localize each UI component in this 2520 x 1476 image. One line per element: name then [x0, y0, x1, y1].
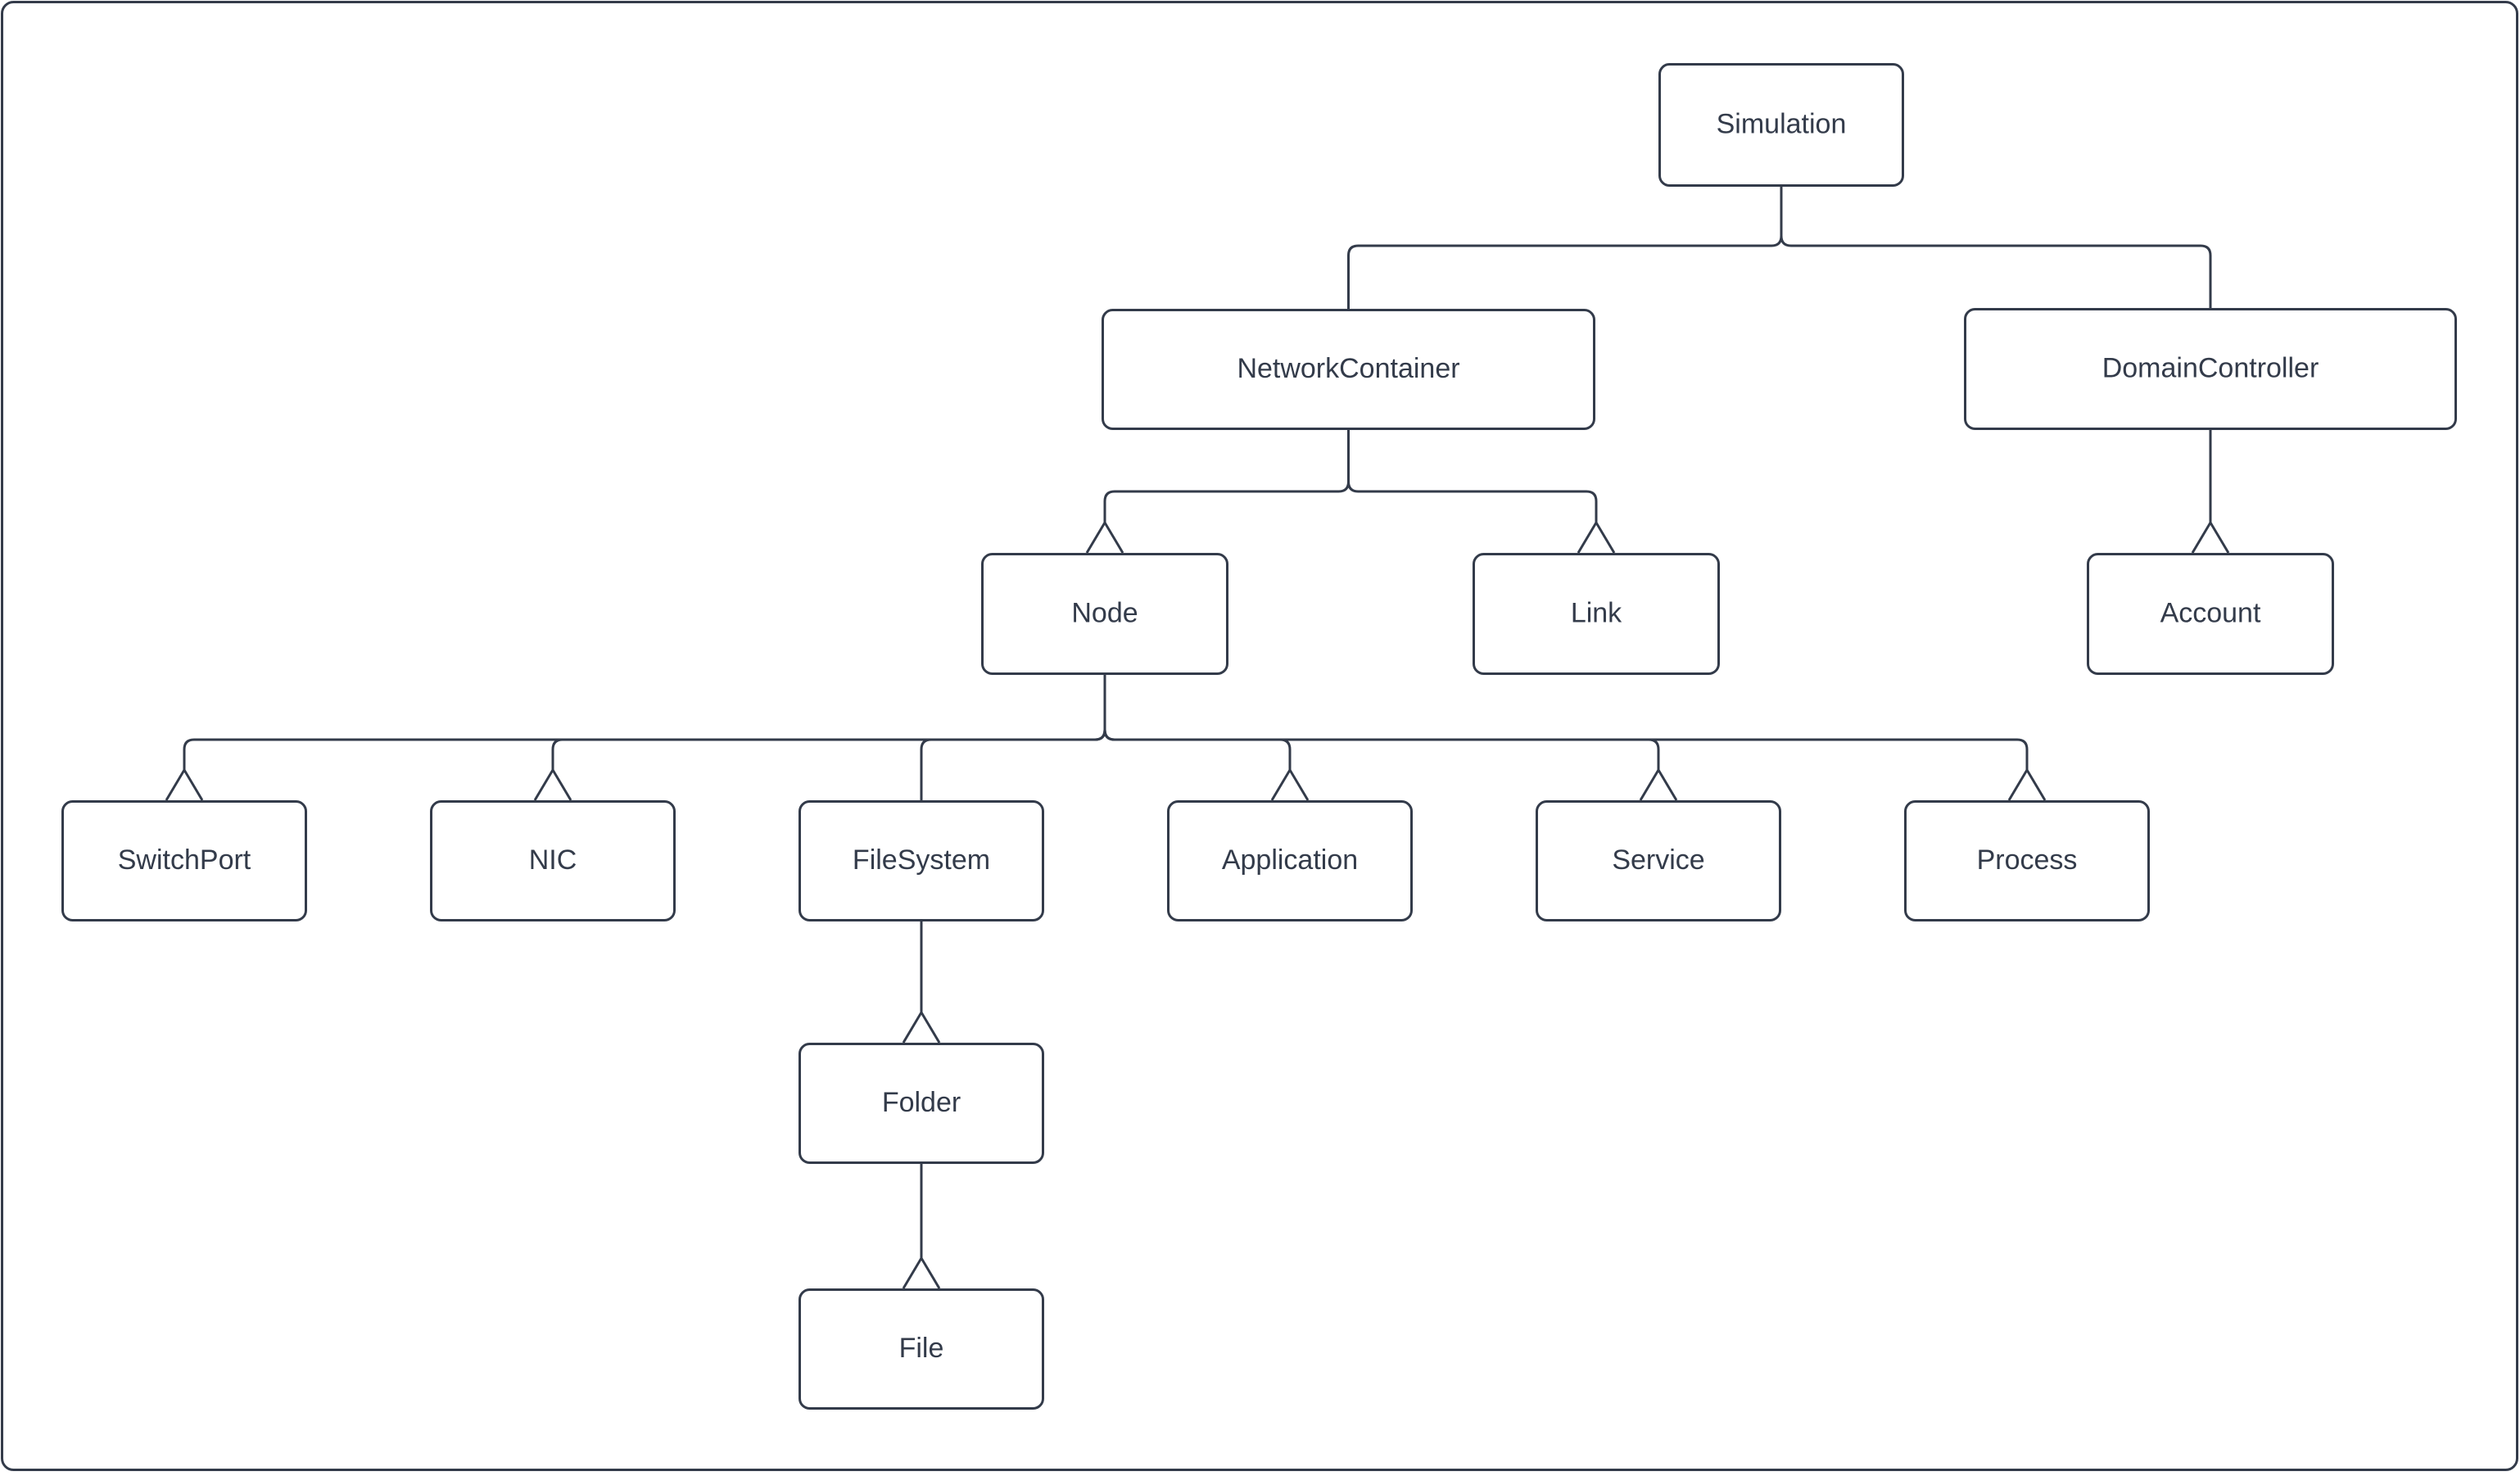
node-label: Link [1571, 597, 1622, 628]
node-label: SwitchPort [118, 844, 251, 876]
node-box-networkcontainer[interactable]: NetworkContainer [1103, 310, 1595, 429]
node-label: NIC [529, 844, 577, 876]
node-box-folder[interactable]: Folder [800, 1044, 1043, 1163]
node-label: Service [1612, 844, 1704, 876]
node-box-file[interactable]: File [800, 1290, 1043, 1409]
node-box-node[interactable]: Node [983, 555, 1228, 674]
node-box-link[interactable]: Link [1474, 555, 1719, 674]
node-label: Application [1222, 844, 1358, 876]
node-label: Folder [882, 1087, 961, 1118]
node-box-account[interactable]: Account [2088, 555, 2333, 674]
node-box-switchport[interactable]: SwitchPort [63, 802, 306, 921]
node-label: FileSystem [853, 844, 990, 876]
node-box-service[interactable]: Service [1537, 802, 1780, 921]
node-label: Simulation [1717, 108, 1847, 139]
node-label: Node [1071, 597, 1138, 628]
node-box-process[interactable]: Process [1906, 802, 2149, 921]
node-label: Account [2160, 597, 2261, 628]
node-label: Process [1977, 844, 2078, 876]
node-label: DomainController [2102, 352, 2319, 383]
node-label: File [899, 1333, 944, 1364]
node-box-application[interactable]: Application [1169, 802, 1412, 921]
node-label: NetworkContainer [1237, 353, 1459, 384]
node-box-simulation[interactable]: Simulation [1660, 65, 1903, 186]
node-box-nic[interactable]: NIC [432, 802, 675, 921]
node-box-domaincontroller[interactable]: DomainController [1966, 310, 2456, 429]
node-box-filesystem[interactable]: FileSystem [800, 802, 1043, 921]
